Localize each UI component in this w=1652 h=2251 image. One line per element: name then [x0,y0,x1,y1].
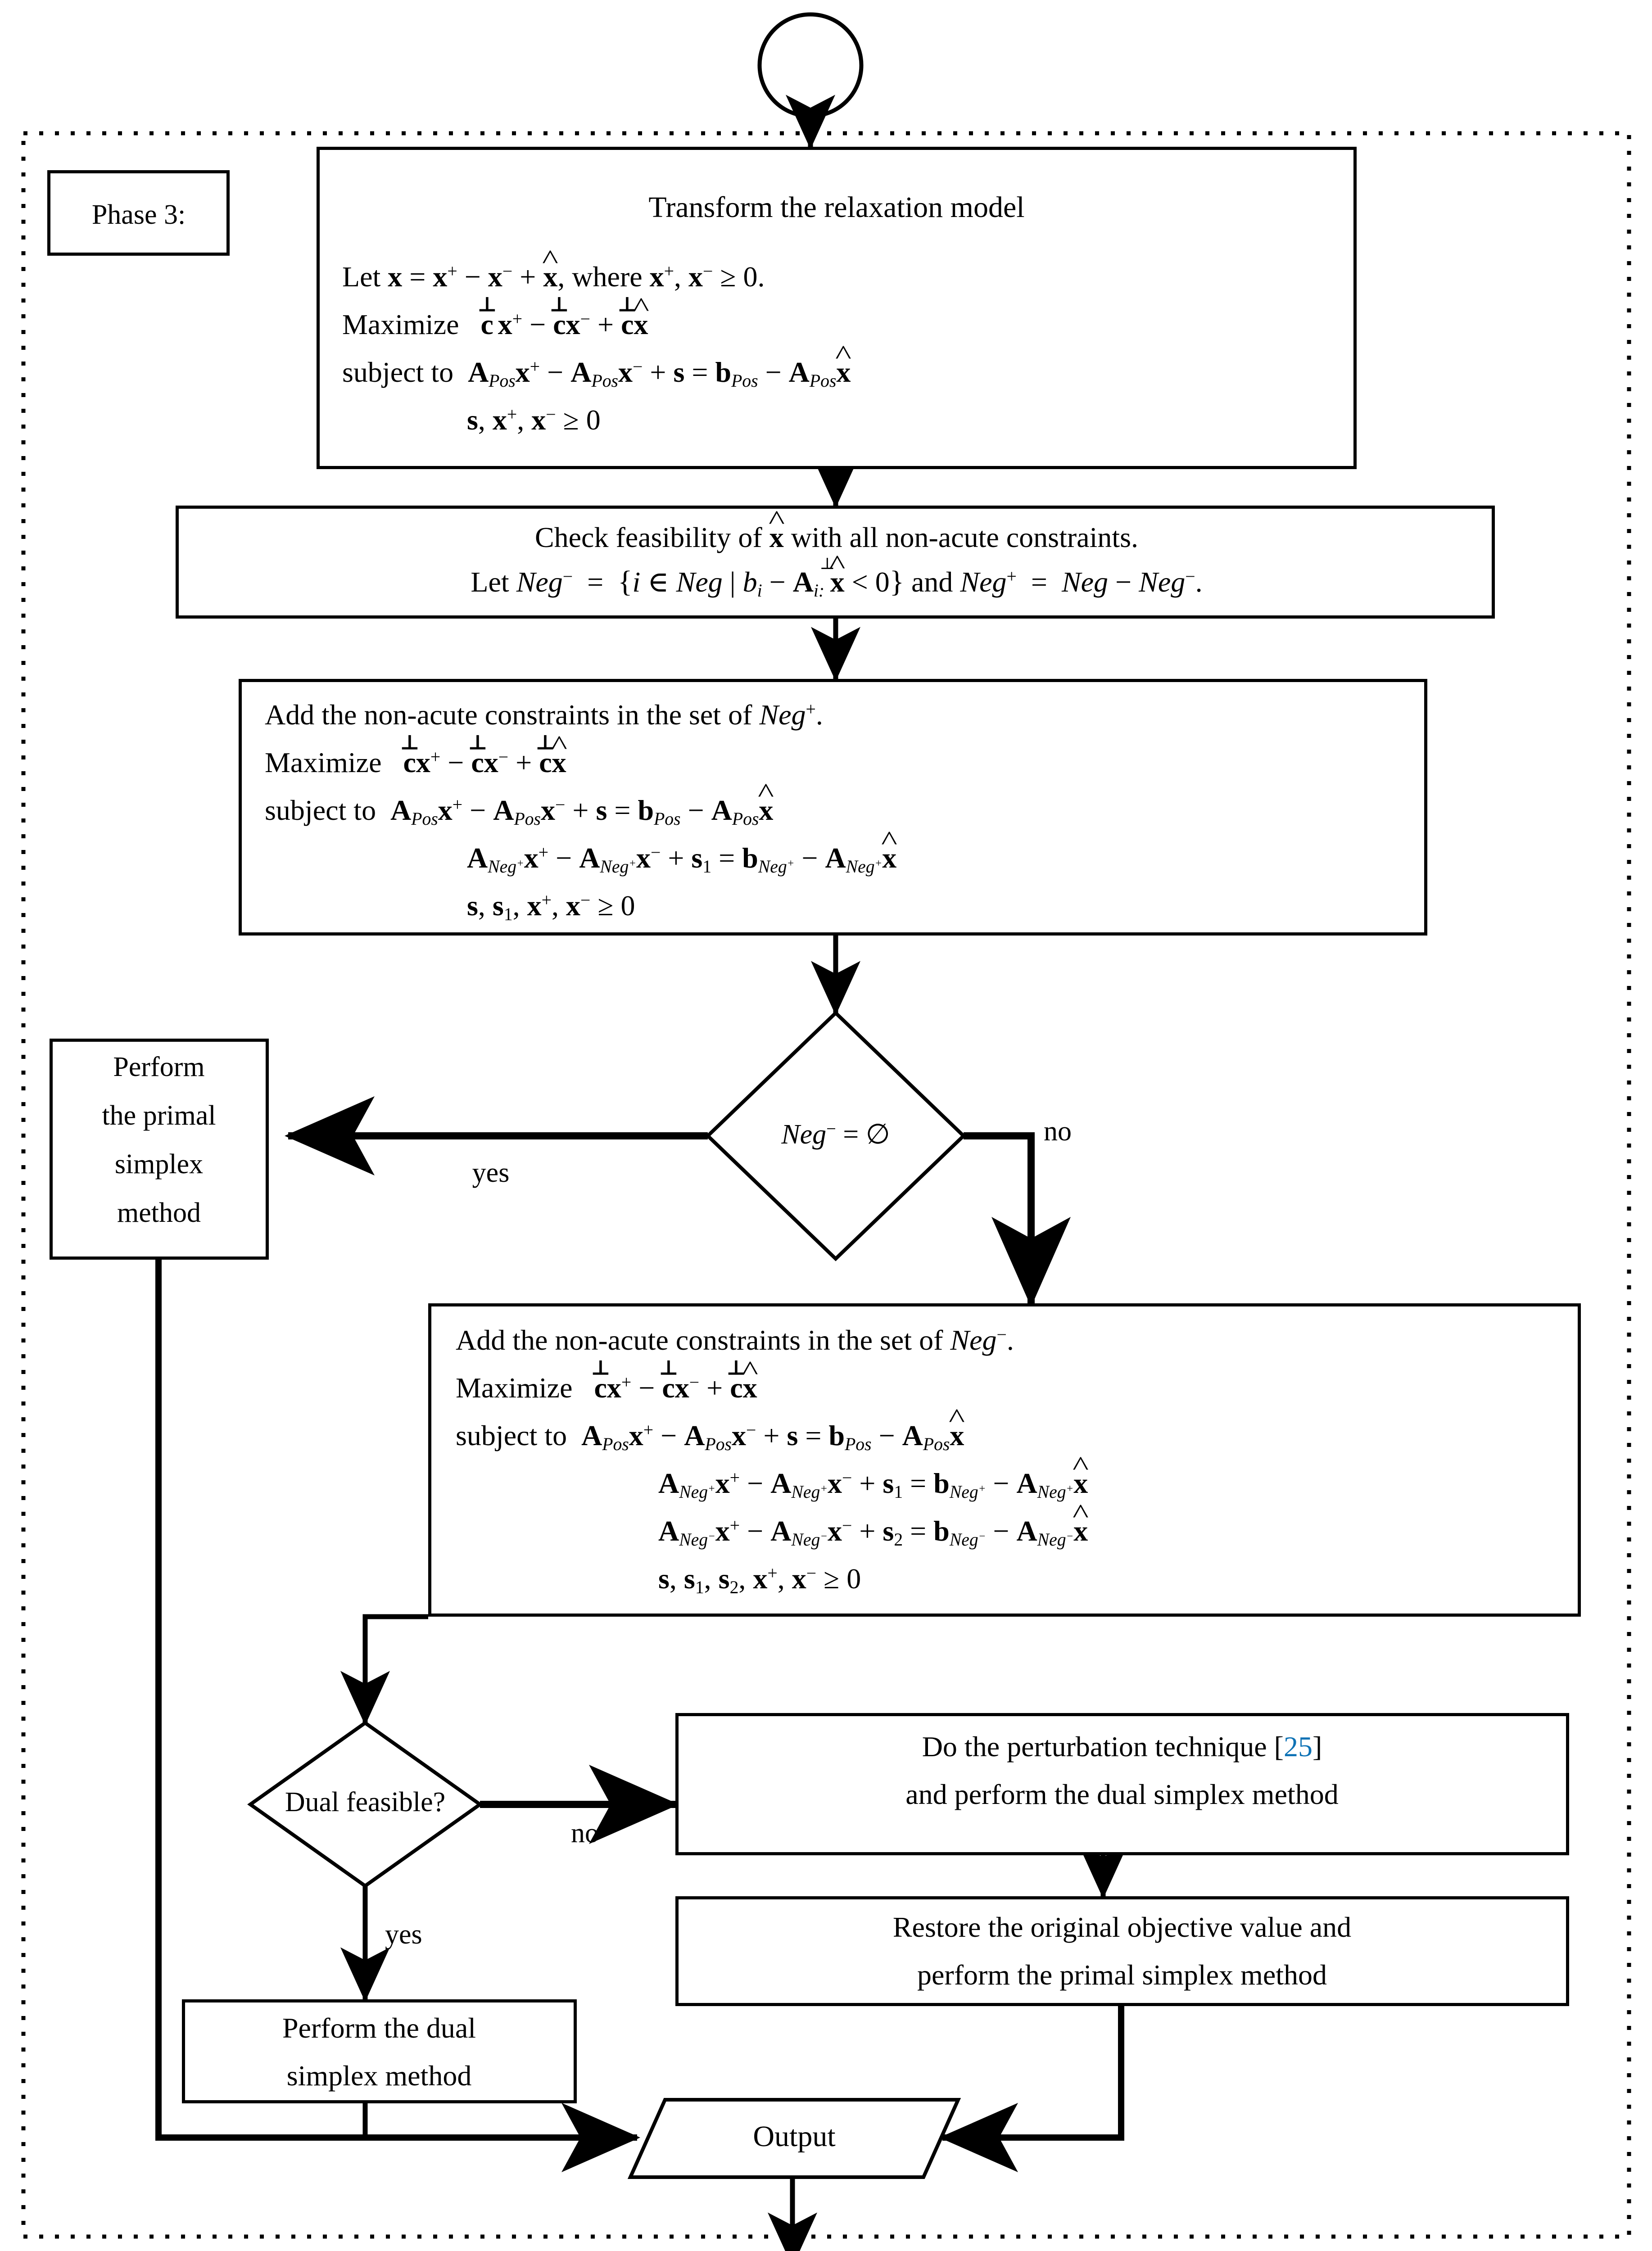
citation-25-link[interactable]: 25 [1283,1731,1313,1763]
edge-label-neg-empty-yes: yes [472,1157,510,1188]
edge-primal-to-output [155,1260,640,2172]
perturbation-line-2: and perform the dual simplex method [905,1778,1339,1810]
check-feasibility-line-2: Let Neg− = {i ∈ Neg | bi − Ai: x < 0} an… [471,564,1202,600]
add-negminus-line-3: subject to APosx+ − APosx− + s = bPos − … [456,1419,964,1453]
dual-simplex-line-2: simplex method [286,2060,472,2092]
decision-dual-feasible-label[interactable]: Dual feasible? [285,1787,446,1817]
perturbation-line-1-text: Do the perturbation technique [922,1731,1267,1763]
add-negminus-line-2: Maximize cx+ − cx− + cx [456,1371,757,1405]
citation-bracket-close: ] [1312,1731,1322,1763]
start-connector-circle [757,12,864,118]
add-negminus-line-1: Add the non-acute constraints in the set… [456,1324,1014,1356]
restore-line-2: perform the primal simplex method [917,1959,1327,1991]
edge-addnegminus-to-dualfeasible [340,1614,428,1726]
output-node-label: Output [753,2120,836,2153]
decision-neg-empty-shape [705,1010,966,1261]
transform-box-line-2: Maximize c x+ − cx− + cx [342,308,648,341]
transform-box-line-3: subject to APosx+ − APosx− + s = bPos − … [342,356,851,390]
add-negplus-line-2: Maximize cx+ − cx− + cx [265,746,566,779]
add-negminus-line-5: ANeg−x+ − ANeg−x− + s2 = bNeg− − ANeg−x [658,1514,1088,1549]
transform-box-line-4: s, x+, x− ≥ 0 [467,404,601,436]
add-negminus-line-6: s, s1, s2, x+, x− ≥ 0 [658,1563,861,1598]
primal-simplex-label-line1: Perform [113,1052,205,1082]
edge-label-dual-feasible-yes: yes [385,1919,422,1950]
add-negminus-line-4: ANeg+x+ − ANeg+x− + s1 = bNeg+ − ANeg+x [658,1467,1088,1501]
primal-simplex-label-line2: the primal [102,1100,216,1131]
transform-box-line-1: Let x = x+ − x− + x, where x+, x− ≥ 0. [342,260,765,294]
citation-bracket-open: [ [1274,1731,1284,1763]
primal-simplex-label-line3: simplex [114,1149,204,1180]
perturbation-line-1: Do the perturbation technique [25] [922,1730,1322,1763]
phase-label: Phase 3: [91,199,186,230]
edge-label-neg-empty-no: no [1044,1116,1072,1147]
primal-simplex-box-shape [50,1039,269,1260]
restore-line-1: Restore the original objective value and [892,1911,1352,1943]
add-negminus-box-shape [428,1303,1581,1617]
add-negplus-line-1: Add the non-acute constraints in the set… [265,699,823,731]
edge-restore-to-output [939,2006,1124,2172]
check-feasibility-line-1: Check feasibility of x with all non-acut… [535,521,1138,554]
output-node-shape [627,2098,961,2179]
add-negplus-box-shape [239,679,1427,936]
add-negplus-line-3: subject to APosx+ − APosx− + s = bPos − … [265,794,773,828]
perturbation-box-shape [675,1713,1569,1855]
primal-simplex-label-line4: method [117,1198,201,1228]
dual-simplex-box-shape [182,1999,577,2103]
dual-simplex-line-1: Perform the dual [282,2012,476,2044]
phase-boundary [21,131,1631,2239]
edge-decision-no-to-addnegminus [964,1132,1071,1307]
restore-box-shape [675,1896,1569,2006]
edge-label-dual-feasible-no: no [571,1818,599,1849]
decision-neg-empty-label[interactable]: Neg− = ∅ [781,1119,890,1150]
add-negplus-line-5: s, s1, x+, x− ≥ 0 [467,890,635,925]
phase-label-box [47,170,230,256]
add-negplus-line-4: ANeg+x+ − ANeg+x− + s1 = bNeg+ − ANeg+x [467,841,896,876]
transform-box-heading: Transform the relaxation model [648,191,1025,224]
